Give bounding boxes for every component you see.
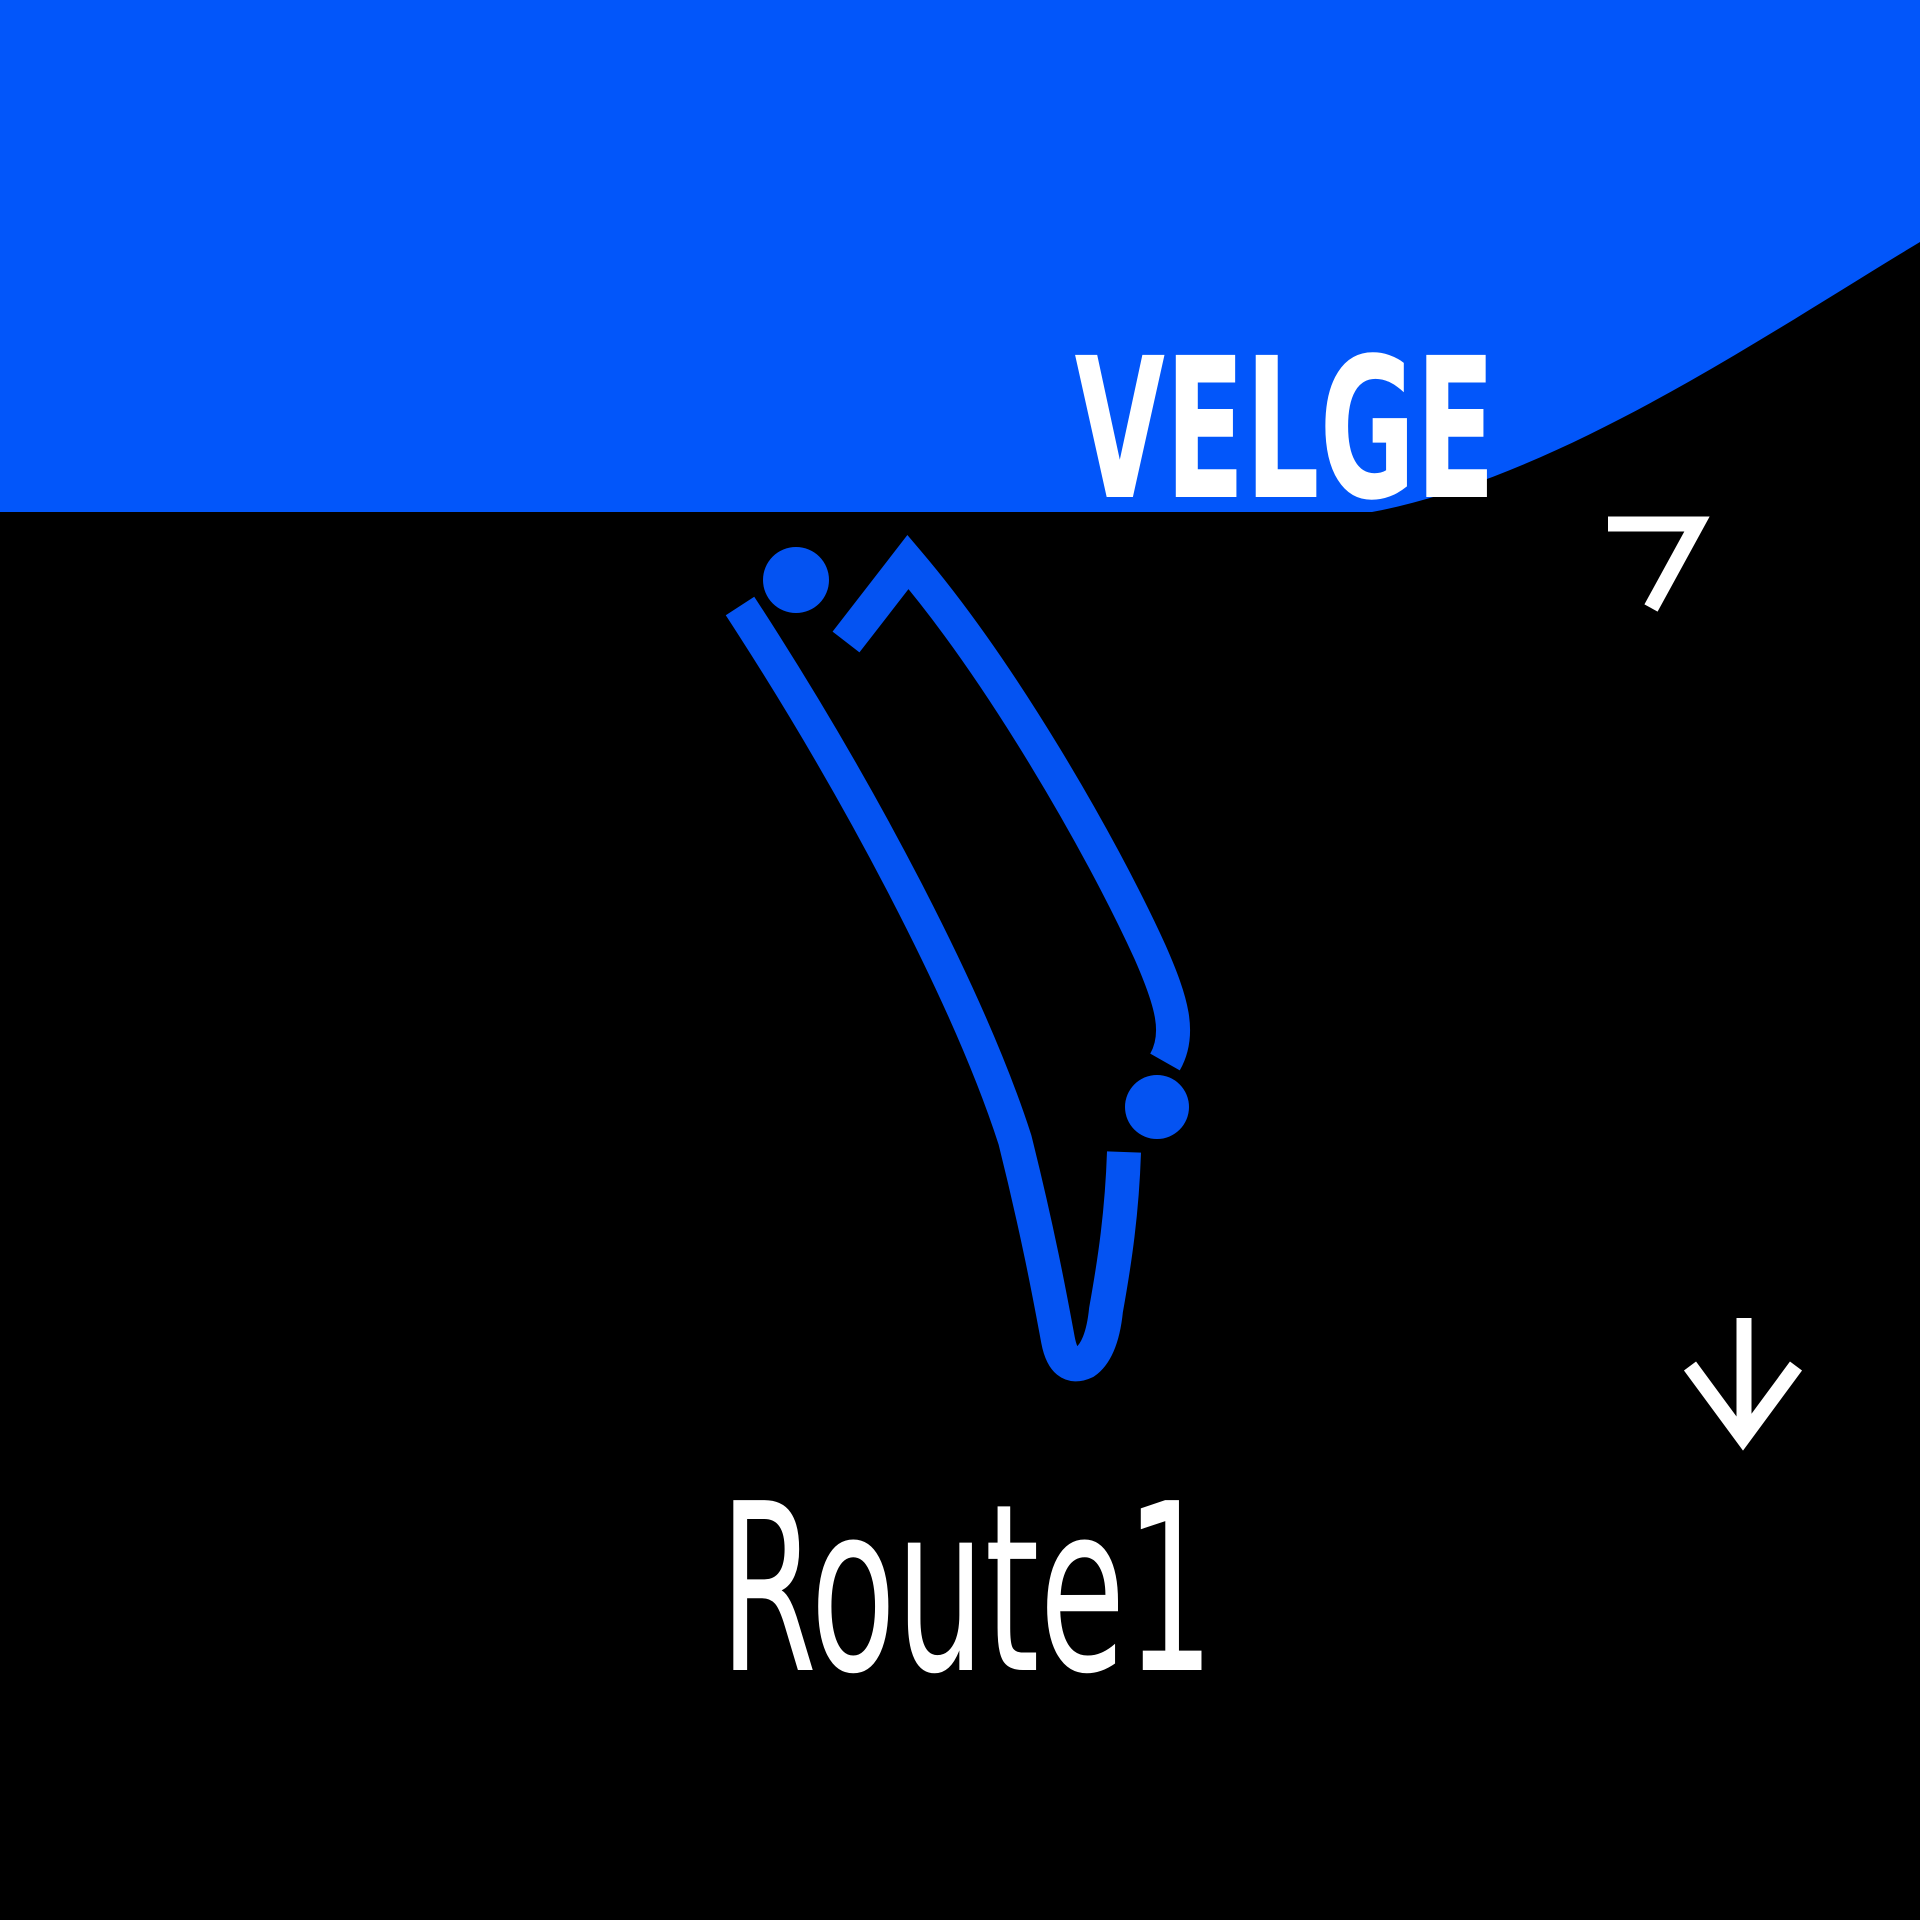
select-button-arc[interactable] [0, 0, 1920, 512]
arrow-down-icon[interactable] [1683, 1318, 1803, 1451]
route-start-dot [763, 547, 829, 613]
route-name-label: Route1 [719, 1454, 1215, 1725]
route-path-return [725, 596, 1141, 1382]
route-end-dot [1125, 1075, 1189, 1139]
chevron-up-right-icon[interactable] [1608, 516, 1710, 612]
route-path-outbound [832, 535, 1191, 1071]
select-button-label: VELGE [1074, 316, 1496, 543]
route-thumbnail[interactable] [725, 535, 1191, 1382]
